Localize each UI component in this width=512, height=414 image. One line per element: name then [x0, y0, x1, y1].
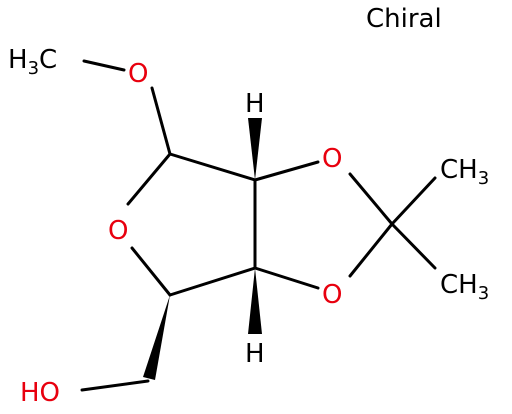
oxygen-methoxy: O: [128, 59, 148, 89]
methyl-label-top: CH3: [440, 155, 489, 189]
bond-o-c1: [150, 86, 172, 156]
bond-c3-o: [253, 266, 320, 290]
wedge-c4-ch2: [143, 295, 170, 380]
bond-ch2-o: [80, 379, 150, 392]
oxygen-ring: O: [108, 216, 128, 246]
wedge-c2-h: [248, 118, 262, 180]
bond-cq-ch3-bottom: [390, 222, 437, 270]
bond-c4-c3: [168, 266, 257, 297]
bond-c1-c2: [168, 152, 257, 182]
bond-layer: [80, 59, 437, 392]
chiral-label: Chiral: [366, 4, 442, 34]
hydrogen-top: H: [245, 89, 265, 119]
bond-cq-ch3-top: [390, 176, 437, 226]
oxygen-dioxolane-top: O: [322, 144, 342, 174]
bond-ch3-o: [82, 59, 126, 72]
bond-c2-o: [253, 160, 320, 182]
bond-c1-oring: [126, 152, 172, 206]
oxygen-dioxolane-bottom: O: [322, 280, 342, 310]
bond-o-cq-bottom: [348, 222, 394, 278]
methyl-label-bottom: CH3: [440, 270, 489, 304]
hydroxyl-label: HO: [20, 378, 60, 408]
hydrogen-bottom: H: [245, 339, 265, 369]
wedge-c3-h: [248, 268, 262, 334]
bond-oring-c4: [130, 246, 172, 297]
methyl-label-left: H3C: [8, 45, 57, 79]
bond-o-cq-top: [348, 172, 394, 226]
